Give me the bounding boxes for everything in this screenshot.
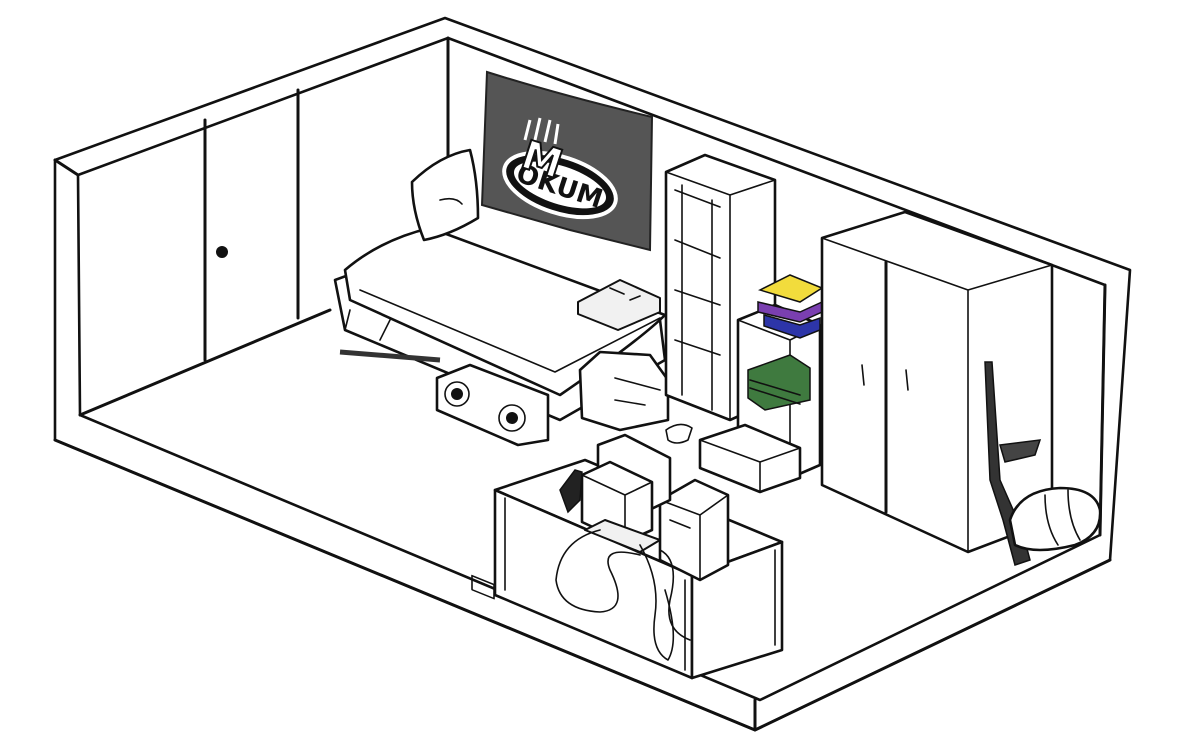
bag bbox=[578, 350, 670, 432]
front-rim bbox=[53, 438, 1112, 732]
tower-drive bbox=[669, 519, 691, 529]
duffel-bag-icon bbox=[1008, 486, 1102, 552]
desk-gadget-icon bbox=[559, 469, 583, 514]
storage-box-edges bbox=[699, 439, 801, 493]
green-book-stack bbox=[747, 354, 811, 411]
wardrobe-handle-icon[interactable] bbox=[861, 364, 909, 391]
storage-box bbox=[698, 423, 802, 494]
speaker-left-icon bbox=[444, 381, 470, 407]
poster-hand-icon bbox=[523, 117, 560, 145]
bed-pillow-icon bbox=[410, 148, 480, 242]
bookshelf-shelves bbox=[674, 189, 721, 356]
tower-edges bbox=[659, 494, 729, 581]
wardrobe-edges bbox=[821, 237, 1053, 553]
poster: OKUM M bbox=[480, 70, 654, 252]
pillow-crease bbox=[439, 197, 463, 205]
wardrobe[interactable] bbox=[820, 210, 1054, 554]
speaker-left-cone bbox=[451, 388, 463, 400]
speaker-right-cone bbox=[506, 412, 518, 424]
closet-doors[interactable] bbox=[203, 88, 300, 362]
bed-mattress-edge bbox=[359, 289, 661, 373]
speaker-right-icon bbox=[498, 404, 526, 432]
door-knob-icon[interactable] bbox=[216, 246, 228, 258]
bed-shadow bbox=[339, 349, 441, 363]
computer-tower[interactable] bbox=[658, 478, 730, 582]
bookshelf-inner bbox=[681, 184, 713, 411]
monitor-front[interactable] bbox=[580, 460, 661, 553]
blue-book bbox=[763, 314, 821, 339]
left-wall-face bbox=[53, 158, 80, 177]
bookshelf-edges bbox=[665, 171, 776, 421]
wardrobe-body bbox=[820, 210, 1054, 554]
cables bbox=[555, 529, 691, 661]
tablet-details bbox=[609, 287, 641, 301]
green-book-lines bbox=[749, 379, 801, 405]
bag-body-icon bbox=[578, 350, 670, 432]
boombox[interactable] bbox=[435, 363, 550, 600]
desk-legs bbox=[504, 497, 776, 671]
duffel-stripes bbox=[1044, 489, 1081, 546]
computer-tower-body bbox=[658, 478, 730, 582]
left-floor-line bbox=[78, 308, 332, 417]
desk-side bbox=[690, 540, 784, 680]
sock-icon bbox=[665, 423, 693, 444]
poster-logo-inner bbox=[513, 161, 607, 209]
right-corner-edge bbox=[1098, 283, 1107, 537]
bag-strap bbox=[614, 377, 661, 406]
tablet-icon bbox=[577, 279, 661, 331]
bed-legs bbox=[344, 309, 391, 341]
keyboard-icon[interactable] bbox=[584, 519, 661, 553]
